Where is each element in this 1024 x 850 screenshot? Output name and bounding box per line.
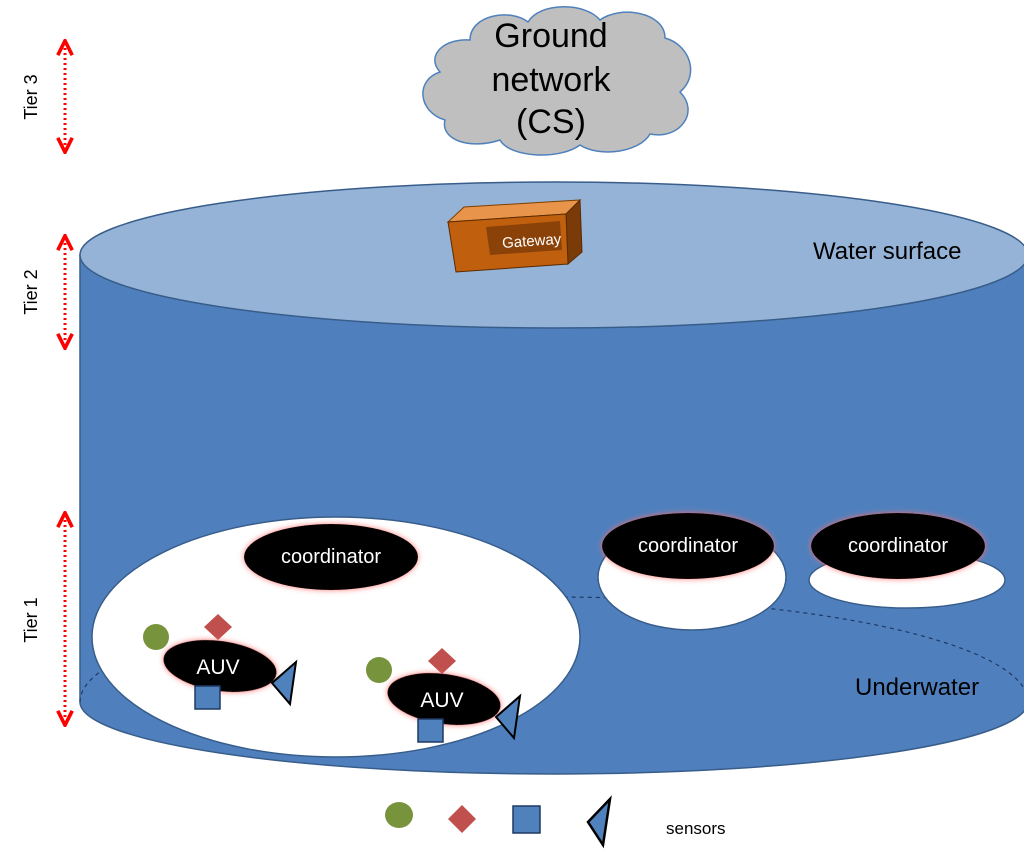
- gateway-label: Gateway: [502, 231, 563, 252]
- sensor-triangle-icon: [270, 659, 298, 707]
- sensor-circle-icon: [385, 802, 413, 828]
- coordinator-label: coordinator: [281, 546, 381, 568]
- auv-label: AUV: [196, 656, 239, 679]
- sensor-diamond-icon: [428, 648, 456, 674]
- cloud-label-line-1: Ground: [494, 17, 607, 55]
- ground-network-cloud: Ground network (CS): [422, 6, 692, 156]
- auv-1: AUV: [143, 614, 298, 710]
- sensors-legend-label: sensors: [666, 819, 726, 838]
- auv-node: [163, 640, 277, 692]
- cloud-icon: [422, 6, 692, 156]
- sensor-triangle-icon: [494, 693, 522, 741]
- sensor-diamond-icon: [448, 805, 476, 833]
- underwater-label: Underwater: [855, 674, 979, 701]
- cluster-3: coordinator: [808, 513, 1006, 609]
- coordinator-node: [811, 513, 985, 579]
- coordinator-node: [244, 524, 418, 590]
- cloud-label-line-3: (CS): [516, 103, 586, 141]
- auv-label: AUV: [420, 689, 463, 712]
- tier-markers: Tier 3 Tier 2 Tier 1: [21, 48, 65, 718]
- sensor-square-icon: [512, 805, 541, 834]
- sensor-square-icon: [417, 718, 444, 743]
- cluster-1: coordinator AUV AUV: [91, 516, 581, 758]
- sensor-legend: sensors: [385, 795, 726, 849]
- cluster-2: coordinator: [597, 513, 787, 631]
- sensor-triangle-icon: [586, 795, 612, 849]
- gateway-box: Gateway: [446, 198, 583, 273]
- coordinator-node: [602, 513, 774, 579]
- tier-3-label: Tier 3: [21, 74, 41, 119]
- coordinator-label: coordinator: [638, 535, 738, 557]
- auv-node: [387, 673, 501, 725]
- sensor-circle-icon: [366, 657, 392, 683]
- tier-2-label: Tier 2: [21, 269, 41, 314]
- cloud-label-line-2: network: [491, 61, 611, 99]
- sensor-circle-icon: [143, 624, 169, 650]
- sensor-diamond-icon: [204, 614, 232, 640]
- sensor-square-icon: [194, 685, 221, 710]
- water-surface-label: Water surface: [813, 238, 962, 265]
- coordinator-label: coordinator: [848, 535, 948, 557]
- tier-1-label: Tier 1: [21, 597, 41, 642]
- auv-2: AUV: [366, 648, 522, 743]
